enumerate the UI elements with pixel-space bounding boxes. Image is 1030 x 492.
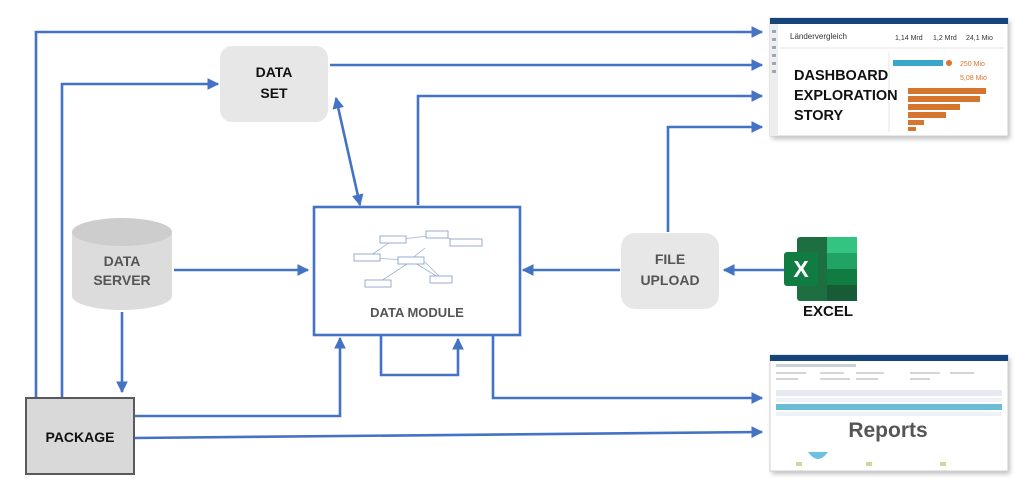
- data-set-label-line1: DATA: [256, 64, 293, 80]
- connector-file-upload-to-dashboard: [666, 121, 764, 232]
- package-label: PACKAGE: [46, 429, 115, 445]
- excel-icon: X: [784, 237, 857, 301]
- dashboard-bar-chart: [908, 88, 986, 131]
- connector-package-to-data-module: [134, 336, 346, 418]
- dashboard-kpi-4: 250 Mio: [960, 61, 985, 68]
- excel-label: EXCEL: [803, 303, 853, 320]
- data-server-label-line1: DATA: [104, 253, 141, 269]
- dashboard-cyan-bar: [893, 60, 943, 66]
- connector-data-module-to-dashboard: [416, 90, 764, 205]
- package-node[interactable]: PACKAGE: [25, 397, 135, 475]
- dashboard-kpi-1: 1,14 Mrd: [895, 35, 923, 42]
- dashboard-kpi-4-icon: [946, 60, 952, 66]
- connector-data-module-self-loop: [379, 336, 464, 377]
- connector-package-to-dashboard: [34, 26, 764, 398]
- file-upload-label-line2: UPLOAD: [640, 272, 699, 288]
- file-upload-node[interactable]: FILE UPLOAD: [621, 233, 719, 309]
- data-server-node[interactable]: DATA SERVER: [72, 218, 172, 310]
- reports-label: Reports: [848, 419, 927, 442]
- reports-funnel-shape: [808, 452, 828, 459]
- dashboard-label-line2: EXPLORATION: [794, 88, 898, 104]
- connector-package-to-data-set: [60, 78, 220, 398]
- dashboard-label-line1: DASHBOARD: [794, 68, 888, 84]
- data-set-node[interactable]: DATA SET: [220, 46, 328, 122]
- connector-data-module-to-reports: [491, 336, 764, 404]
- reports-thumbnail[interactable]: Reports: [769, 354, 1009, 472]
- data-set-label-line2: SET: [260, 85, 288, 101]
- excel-node[interactable]: X EXCEL: [784, 237, 857, 320]
- file-upload-label-line1: FILE: [655, 251, 685, 267]
- dashboard-kpi-2: 1,2 Mrd: [933, 35, 957, 42]
- connectors: [34, 26, 784, 440]
- reports-highlight-row: [776, 404, 1002, 410]
- dashboard-thumbnail[interactable]: Ländervergleich 1,14 Mrd 1,2 Mrd 24,1 Mi…: [769, 17, 1009, 137]
- dashboard-kpi-3: 24,1 Mio: [966, 35, 993, 42]
- connector-package-to-reports: [133, 426, 764, 440]
- data-module-label: DATA MODULE: [370, 305, 464, 320]
- connector-data-set-data-module: [332, 96, 364, 207]
- dashboard-label-line3: STORY: [794, 108, 843, 124]
- excel-icon-letter: X: [793, 256, 809, 282]
- data-module-node[interactable]: DATA MODULE: [312, 205, 522, 337]
- cylinder-top: [72, 218, 172, 246]
- data-module-mini-graph: [353, 230, 483, 288]
- data-server-label-line2: SERVER: [93, 272, 150, 288]
- dashboard-kpi-5: 5,08 Mio: [960, 75, 987, 82]
- dashboard-title: Ländervergleich: [790, 32, 847, 41]
